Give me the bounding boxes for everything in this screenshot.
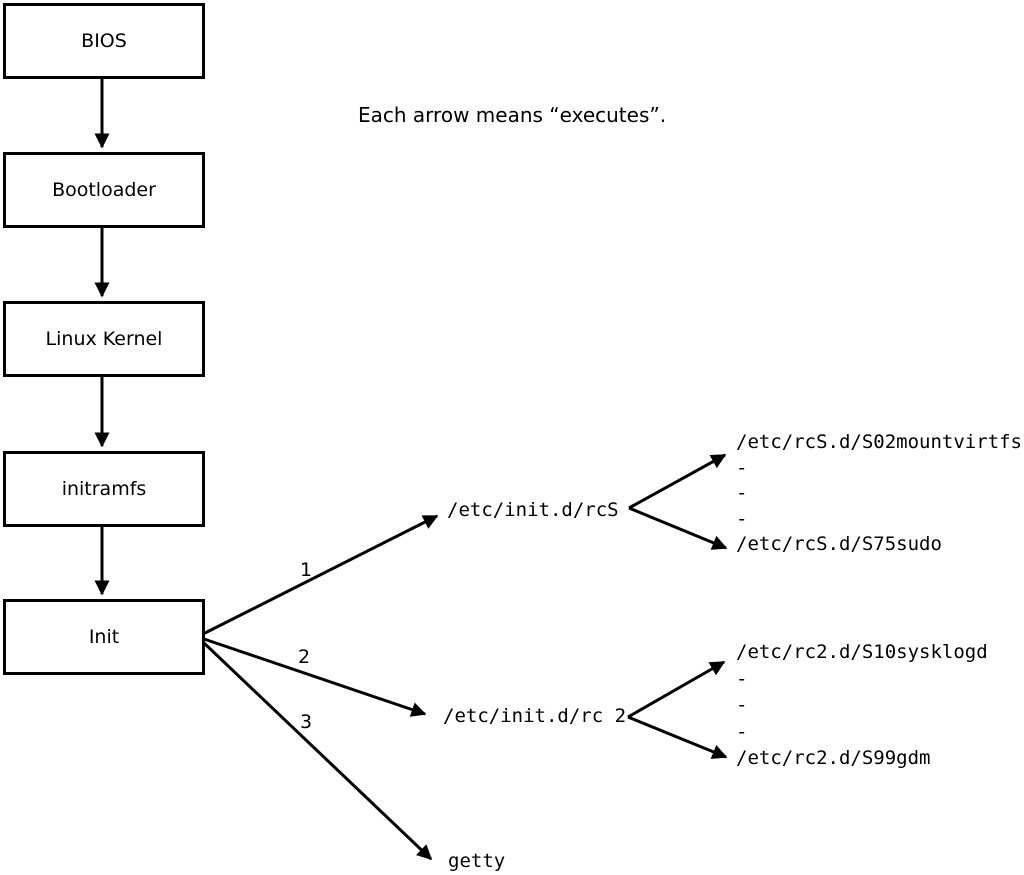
arrow-init-to-rc2 <box>203 637 427 717</box>
rc2-script-label: /etc/init.d/rc 2 <box>443 705 627 727</box>
initramfs-label: initramfs <box>61 478 147 500</box>
list-item: - <box>736 507 748 530</box>
bootloader-label: Bootloader <box>52 179 156 201</box>
arrow-rc2-to-s10sysklogd <box>627 660 726 719</box>
rc2-child-list: /etc/rc2.d/S10sysklogd - - - /etc/rc2.d/… <box>736 639 988 772</box>
arrow-init-to-getty <box>202 641 433 861</box>
linux-kernel-label: Linux Kernel <box>45 328 163 350</box>
arrow-rcs-to-s75sudo <box>628 506 728 550</box>
list-item: - <box>736 667 748 690</box>
arrow-rc2-to-s99gdm <box>627 715 728 759</box>
rcs-child-list: /etc/rcS.d/S02mountvirtfs - - - /etc/rcS… <box>736 430 1022 558</box>
bios-label: BIOS <box>81 30 127 52</box>
list-item: /etc/rcS.d/S75sudo <box>736 533 942 555</box>
arrow-label-3: 3 <box>300 711 313 733</box>
bootloader-box: Bootloader <box>3 152 205 228</box>
arrow-rcs-to-s02mountvirtfs <box>628 453 727 510</box>
list-item: /etc/rcS.d/S02mountvirtfs <box>736 431 1022 453</box>
list-item: - <box>736 720 748 743</box>
rcs-script-label: /etc/init.d/rcS <box>447 499 619 521</box>
init-box: Init <box>3 599 205 675</box>
list-item: - <box>736 456 748 479</box>
arrow-label-2: 2 <box>298 646 311 668</box>
linux-kernel-box: Linux Kernel <box>3 301 205 377</box>
initramfs-box: initramfs <box>3 451 205 527</box>
list-item: - <box>736 694 748 716</box>
getty-label: getty <box>448 850 506 872</box>
list-item: /etc/rc2.d/S99gdm <box>736 747 931 769</box>
list-item: /etc/rc2.d/S10sysklogd <box>736 641 988 663</box>
executes-note: Each arrow means “executes”. <box>358 103 667 127</box>
list-item: - <box>736 482 748 504</box>
init-label: Init <box>88 626 120 648</box>
arrow-init-to-rcs <box>202 514 439 636</box>
arrow-label-1: 1 <box>300 559 313 581</box>
bios-box: BIOS <box>3 3 205 79</box>
